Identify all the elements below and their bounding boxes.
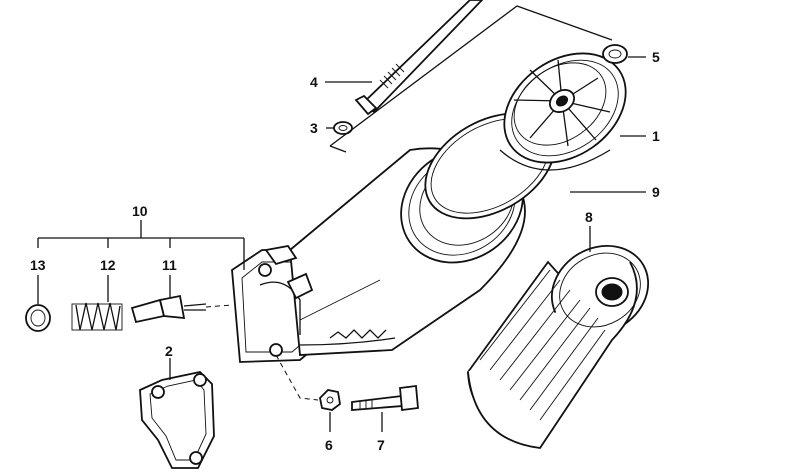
callout-12: 12 [100, 257, 116, 273]
callout-3: 3 [310, 120, 318, 136]
retaining-ring [25, 304, 51, 332]
filter-cover [499, 52, 627, 171]
spring [71, 302, 123, 331]
callout-13: 13 [30, 257, 46, 273]
bolt [351, 384, 419, 412]
callout-6: 6 [325, 437, 333, 453]
callout-labels: 1 2 3 4 5 6 7 8 9 10 11 12 13 [30, 49, 660, 453]
callout-9: 9 [652, 184, 660, 200]
washer-top [602, 44, 628, 64]
callout-5: 5 [652, 49, 660, 65]
filter-element [467, 244, 650, 449]
callout-4: 4 [310, 74, 318, 90]
callout-2: 2 [165, 343, 173, 359]
callout-10: 10 [132, 203, 148, 219]
stud-bolt [354, 0, 484, 116]
leader-lines [37, 56, 646, 432]
nut [319, 389, 341, 411]
cover-group-bracket [329, 5, 613, 153]
bypass-valve [130, 294, 207, 324]
callout-7: 7 [377, 437, 385, 453]
callout-11: 11 [162, 257, 177, 273]
gasket [139, 371, 215, 469]
callout-1: 1 [652, 128, 660, 144]
callout-8: 8 [585, 209, 593, 225]
